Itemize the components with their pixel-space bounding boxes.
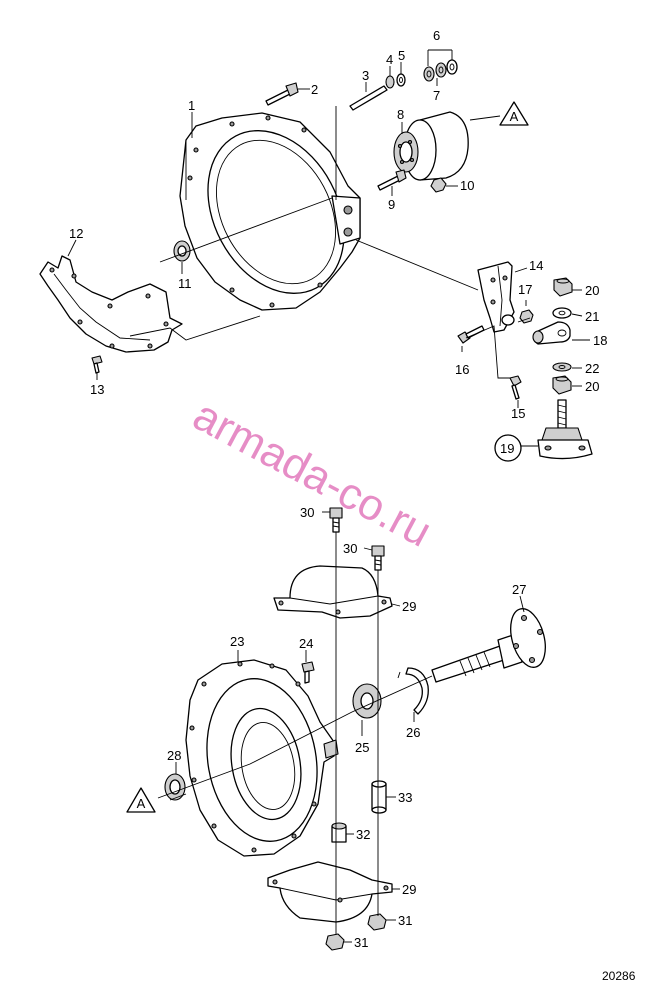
bolt-9 bbox=[377, 169, 407, 191]
bearing-25 bbox=[352, 683, 382, 719]
half-shell-29-lower bbox=[267, 861, 393, 923]
callout-13: 13 bbox=[90, 382, 104, 397]
rubber-mount-8 bbox=[393, 111, 469, 181]
bracket-14 bbox=[477, 261, 515, 333]
callout-18: 18 bbox=[593, 333, 607, 348]
bolt-15 bbox=[509, 375, 522, 400]
callout-19-ring bbox=[494, 434, 522, 462]
drawing-reference-number: 20286 bbox=[602, 969, 636, 983]
bolt-24 bbox=[301, 661, 315, 684]
callout-3: 3 bbox=[362, 68, 369, 83]
flywheel-housing-23 bbox=[185, 659, 339, 857]
bolt-30-left bbox=[329, 507, 343, 533]
callout-labels: 1 2 3 4 5 6 7 8 9 10 11 12 13 14 15 16 1… bbox=[69, 28, 607, 950]
bushing-32 bbox=[331, 822, 347, 843]
callout-4: 4 bbox=[386, 52, 393, 67]
callout-24: 24 bbox=[299, 636, 313, 651]
view-marker-a-bottom: A bbox=[126, 787, 156, 813]
washer-21 bbox=[552, 307, 572, 319]
nut-31-right bbox=[367, 913, 387, 931]
engine-mount-19 bbox=[537, 399, 593, 460]
callout-29-lower: 29 bbox=[402, 882, 416, 897]
bolt-13 bbox=[91, 355, 103, 374]
bottom-leader-lines bbox=[157, 511, 525, 943]
callout-16: 16 bbox=[455, 362, 469, 377]
callout-26: 26 bbox=[406, 725, 420, 740]
bolt-16 bbox=[457, 325, 485, 344]
callout-32: 32 bbox=[356, 827, 370, 842]
callout-20-lower: 20 bbox=[585, 379, 599, 394]
callout-8: 8 bbox=[397, 107, 404, 122]
callout-11: 11 bbox=[178, 276, 192, 291]
callout-23: 23 bbox=[230, 634, 244, 649]
callout-31-right: 31 bbox=[398, 913, 412, 928]
callout-1: 1 bbox=[188, 98, 195, 113]
callout-19: 19 bbox=[500, 441, 514, 456]
callout-33: 33 bbox=[398, 790, 412, 805]
callout-12: 12 bbox=[69, 226, 83, 241]
view-marker-a-top: A bbox=[499, 101, 529, 126]
callout-17: 17 bbox=[518, 282, 532, 297]
callout-10: 10 bbox=[460, 178, 474, 193]
callout-31-left: 31 bbox=[354, 935, 368, 950]
link-18 bbox=[532, 321, 571, 345]
stud-3 bbox=[349, 85, 388, 111]
callout-15: 15 bbox=[511, 406, 525, 421]
nut-31-left bbox=[325, 933, 345, 951]
top-leader-lines bbox=[67, 49, 590, 447]
view-marker-a-top-label: A bbox=[510, 109, 519, 124]
nut-20-upper bbox=[553, 277, 573, 297]
sleeve-33 bbox=[371, 780, 387, 814]
bolt-30-right bbox=[371, 545, 385, 571]
circlip-26 bbox=[397, 667, 429, 715]
watermark: armada-co.ru bbox=[185, 391, 439, 557]
callout-9: 9 bbox=[388, 197, 395, 212]
callout-28: 28 bbox=[167, 748, 181, 763]
callout-20-upper: 20 bbox=[585, 283, 599, 298]
callout-21: 21 bbox=[585, 309, 599, 324]
callout-14: 14 bbox=[529, 258, 543, 273]
callout-7: 7 bbox=[433, 88, 440, 103]
flywheel-housing bbox=[179, 112, 361, 311]
callout-25: 25 bbox=[355, 740, 369, 755]
nut-17 bbox=[519, 309, 534, 324]
cover-plate-12 bbox=[39, 255, 183, 353]
callout-27: 27 bbox=[512, 582, 526, 597]
bolt-2 bbox=[265, 82, 299, 106]
washer-4 bbox=[385, 75, 395, 89]
nut-20-lower bbox=[552, 375, 572, 395]
nut-6-7 bbox=[423, 59, 458, 82]
seal-28 bbox=[164, 773, 187, 801]
callout-6: 6 bbox=[433, 28, 440, 43]
view-marker-a-bottom-label: A bbox=[137, 796, 146, 811]
shaft-27 bbox=[431, 608, 546, 683]
callout-29-upper: 29 bbox=[402, 599, 416, 614]
callout-30-left: 30 bbox=[300, 505, 314, 520]
washer-5 bbox=[396, 73, 406, 87]
callout-22: 22 bbox=[585, 361, 599, 376]
washer-22 bbox=[552, 362, 572, 372]
nut-10 bbox=[430, 177, 447, 193]
half-shell-29-upper bbox=[273, 565, 393, 619]
watermark-text: armada-co.ru bbox=[185, 391, 439, 557]
callout-2: 2 bbox=[311, 82, 318, 97]
callout-30-right: 30 bbox=[343, 541, 357, 556]
seal-11 bbox=[173, 240, 191, 262]
callout-5: 5 bbox=[398, 48, 405, 63]
